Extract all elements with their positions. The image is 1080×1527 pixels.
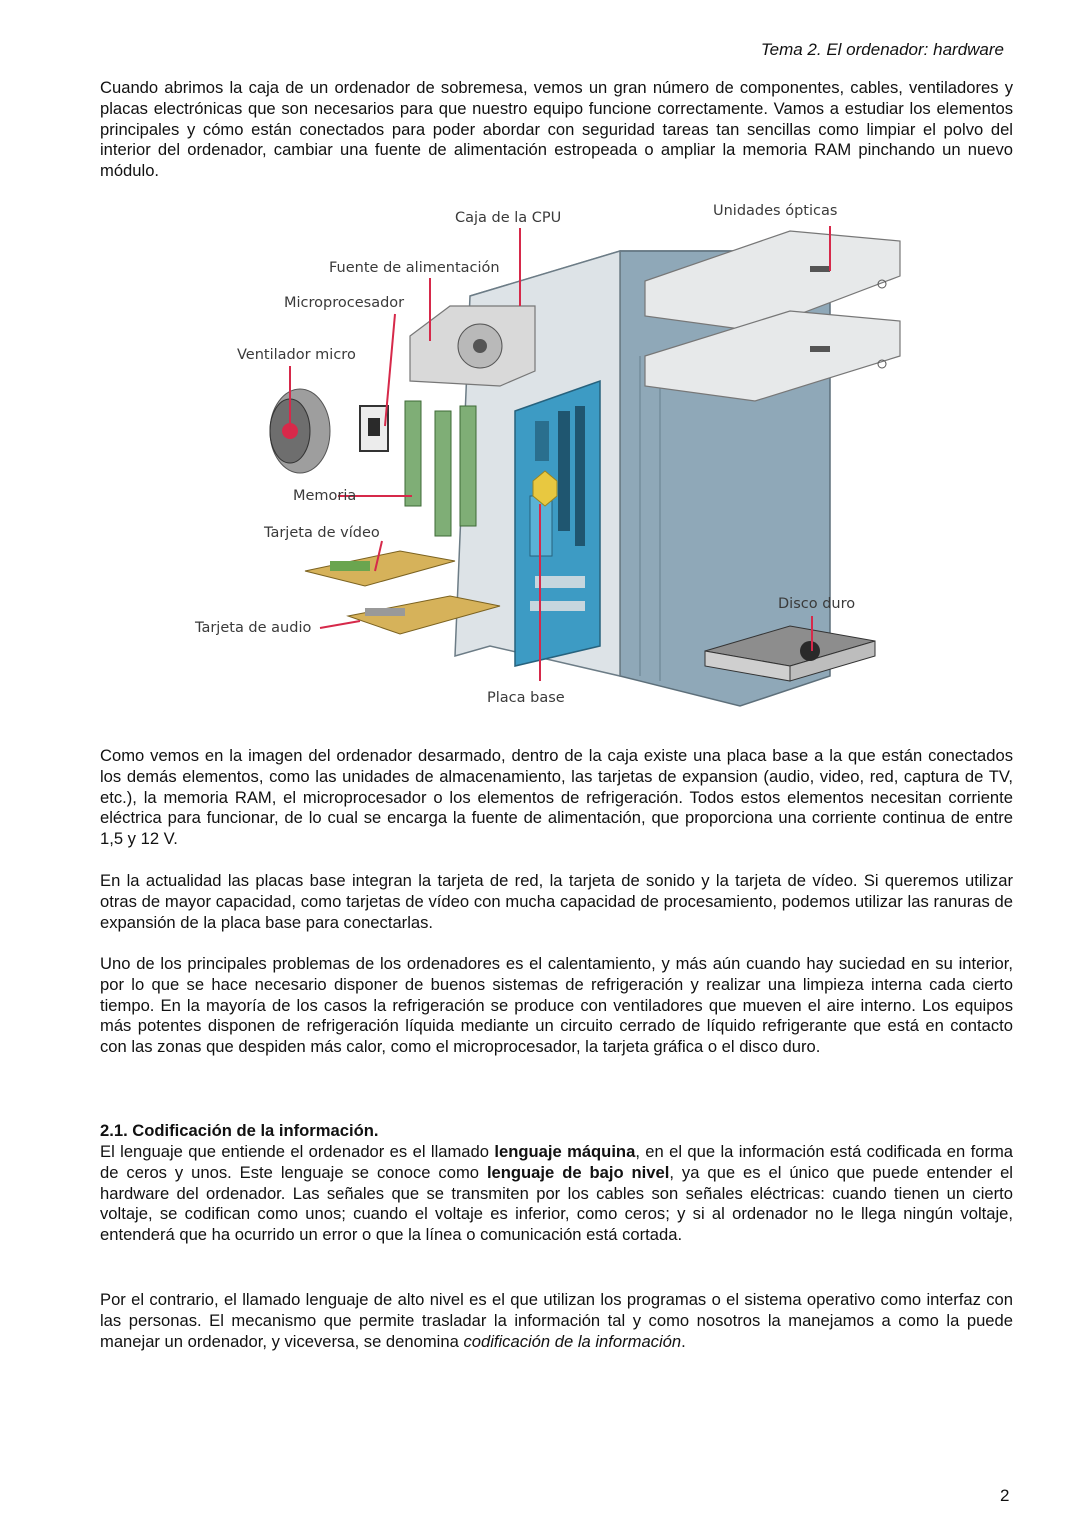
audio-card bbox=[346, 595, 501, 635]
paragraph-refrigeracion: Uno de los principales problemas de los … bbox=[100, 954, 1013, 1057]
text-run: Por el contrario, el llamado lenguaje de… bbox=[100, 1290, 1013, 1351]
label-ventilador: Ventilador micro bbox=[237, 347, 356, 363]
term-codificacion: codificación de la información bbox=[463, 1331, 682, 1351]
section-heading: 2.1. Codificación de la información. bbox=[100, 1121, 379, 1140]
text-run: , en el que la información está codifica… bbox=[100, 1142, 1014, 1182]
cpu-fan bbox=[269, 388, 331, 474]
label-tarjeta-video: Tarjeta de vídeo bbox=[263, 525, 380, 541]
label-memoria: Memoria bbox=[293, 488, 356, 504]
optical-drives bbox=[644, 230, 901, 402]
term-bajo-nivel: lenguaje de bajo nivel bbox=[486, 1162, 670, 1182]
computer-diagram: Caja de la CPU Unidades ópticas Fuente d… bbox=[194, 203, 901, 707]
paragraph-placa-base: Como vemos en la imagen del ordenador de… bbox=[100, 746, 1013, 849]
text-run: . bbox=[681, 1331, 686, 1351]
text-run: , ya que es el único que puede entender … bbox=[100, 1162, 1013, 1245]
label-placa-base: Placa base bbox=[487, 690, 565, 706]
pointer-lines bbox=[289, 226, 831, 681]
motherboard bbox=[514, 379, 601, 667]
label-fuente: Fuente de alimentación bbox=[329, 260, 500, 276]
video-card bbox=[304, 550, 456, 587]
paragraph-tarjetas: En la actualidad las placas base integra… bbox=[100, 871, 1013, 932]
memory-modules bbox=[404, 400, 477, 537]
label-caja-cpu: Caja de la CPU bbox=[455, 210, 561, 226]
microprocessor bbox=[359, 405, 389, 452]
computer-components-figure: Caja de la CPU Unidades ópticas Fuente d… bbox=[190, 196, 910, 731]
term-lenguaje-maquina: lenguaje máquina bbox=[494, 1142, 636, 1161]
label-disco-duro: Disco duro bbox=[778, 596, 855, 612]
page-header: Tema 2. El ordenador: hardware bbox=[760, 40, 1004, 59]
power-supply bbox=[409, 305, 536, 387]
label-unidades-opticas: Unidades ópticas bbox=[713, 203, 837, 219]
intro-paragraph: Cuando abrimos la caja de un ordenador d… bbox=[100, 78, 1013, 181]
label-tarjeta-audio: Tarjeta de audio bbox=[194, 620, 311, 636]
label-microprocesador: Microprocesador bbox=[284, 295, 404, 311]
page-number: 2 bbox=[1000, 1486, 1010, 1505]
hard-drive bbox=[704, 625, 876, 682]
paragraph-lenguaje-maquina: El lenguaje que entiende el ordenador es… bbox=[100, 1142, 1013, 1246]
paragraph-alto-nivel: Por el contrario, el llamado lenguaje de… bbox=[100, 1290, 1013, 1352]
text-run: El lenguaje que entiende el ordenador es… bbox=[100, 1142, 495, 1161]
